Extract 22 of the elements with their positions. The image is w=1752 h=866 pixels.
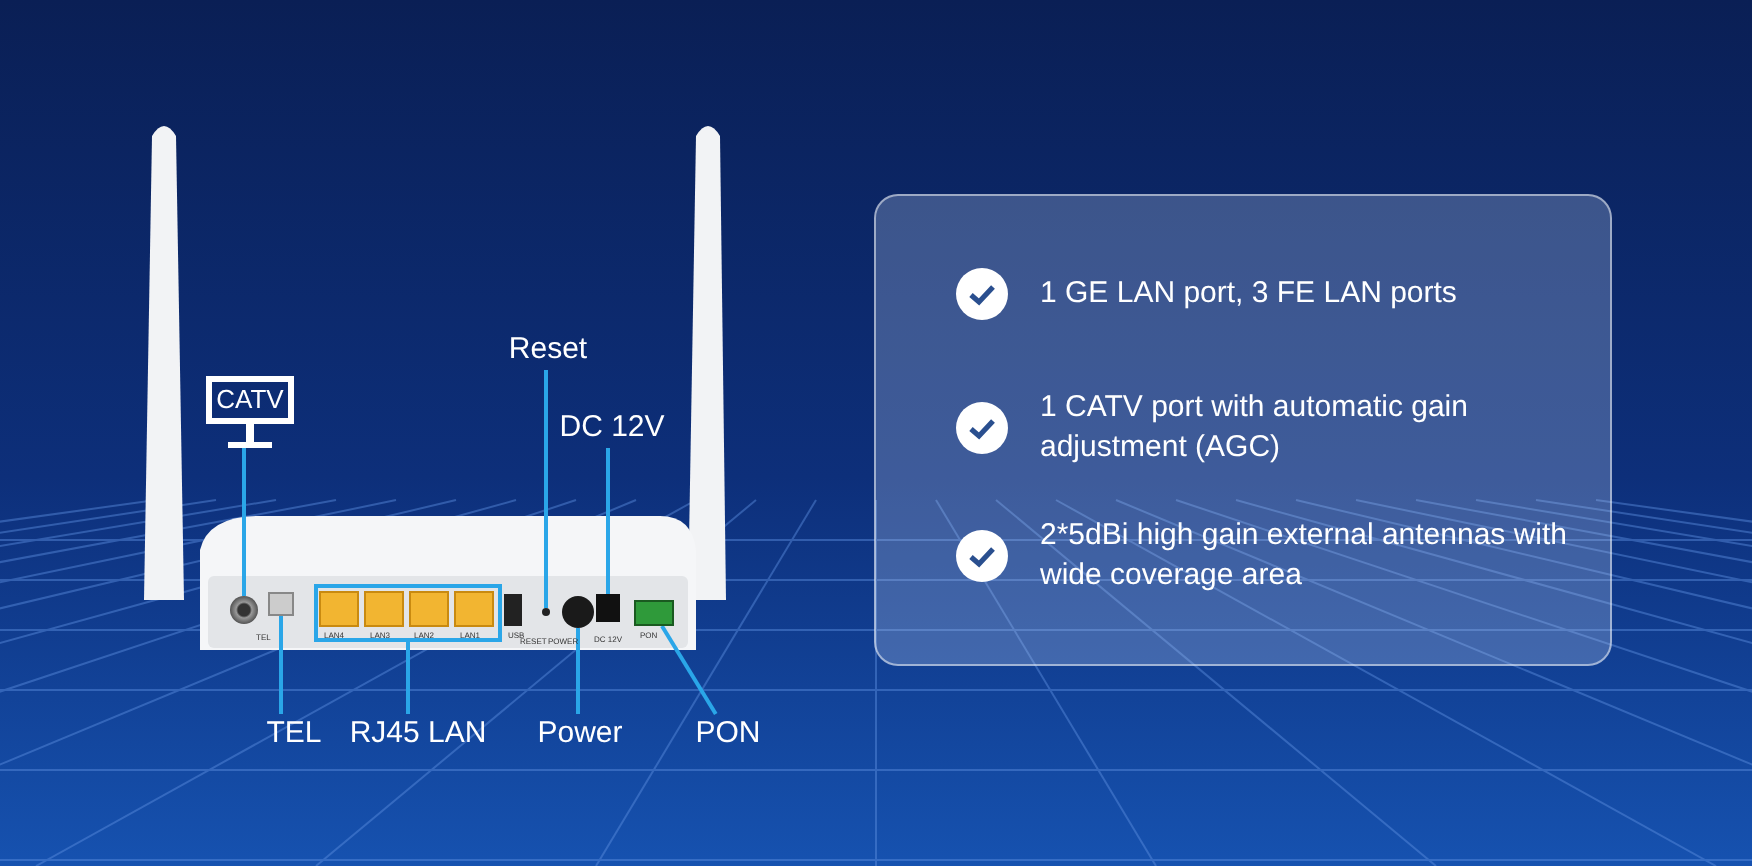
callout-label: RJ45 LAN — [340, 714, 496, 754]
leader-line — [606, 448, 610, 594]
feature-text: 1 CATV port with automatic gain adjustment (AGC) — [1040, 388, 1470, 468]
leader-line — [242, 448, 246, 596]
leader-line — [576, 628, 580, 714]
callout-label: DC 12V — [554, 408, 670, 448]
callout-label: PON — [688, 714, 768, 754]
power-jack — [596, 594, 620, 622]
phone-port — [268, 592, 294, 616]
port-group-outline — [314, 584, 502, 642]
leader-line — [660, 624, 718, 716]
leader-line — [279, 616, 283, 714]
leader-line — [544, 370, 548, 608]
callout-label: Power — [528, 714, 632, 754]
feature-text: 2*5dBi high gain external antennas with wide coverage area — [1040, 516, 1570, 596]
feature-text: 1 GE LAN port, 3 FE LAN ports — [1040, 274, 1459, 314]
leader-line — [406, 642, 410, 714]
callout-label: TEL — [262, 714, 326, 754]
fiber-port — [634, 600, 674, 626]
reset-hole — [542, 608, 550, 616]
feature-panel — [874, 194, 1612, 666]
callout-label: Reset — [500, 330, 596, 370]
